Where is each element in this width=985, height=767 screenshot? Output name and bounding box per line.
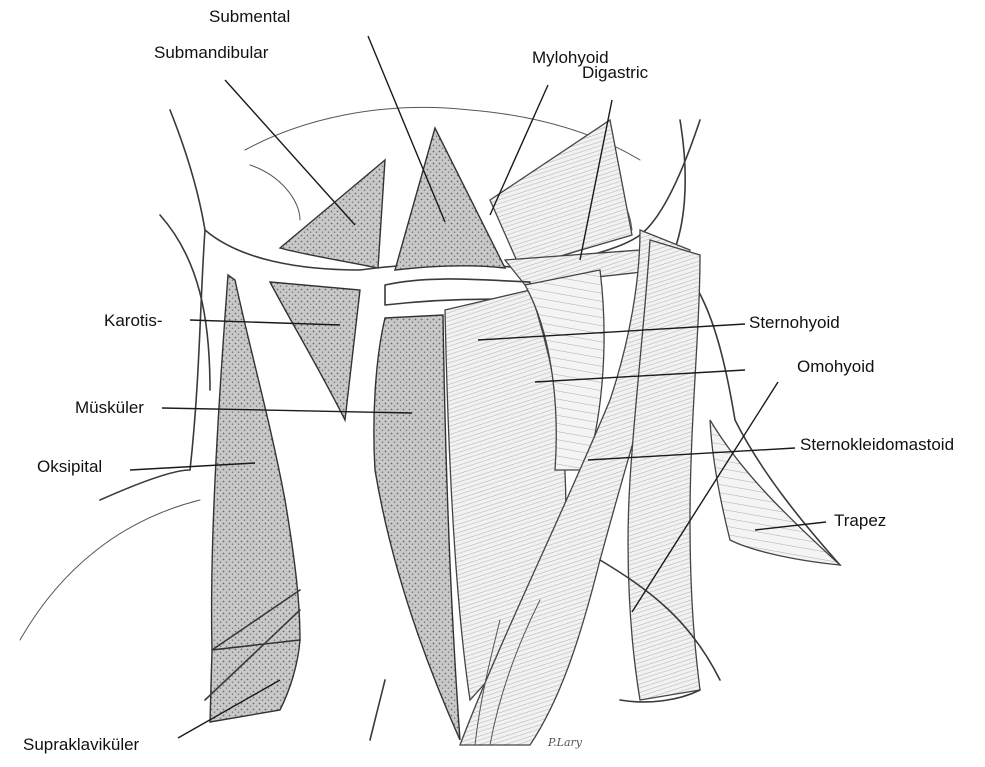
label-sternokleidomastoid: Sternokleidomastoid [800, 436, 954, 453]
label-sternohyoid: Sternohyoid [749, 314, 840, 331]
mylohyoid-muscle [490, 120, 632, 268]
label-muskuler: Müsküler [75, 399, 144, 416]
occipital-triangle [212, 275, 300, 650]
label-submental: Submental [209, 8, 290, 25]
label-supraklavikuler: Supraklaviküler [23, 736, 139, 753]
label-digastric: Digastric [582, 64, 648, 81]
label-omohyoid: Omohyoid [797, 358, 874, 375]
carotid-triangle [270, 282, 360, 420]
submental-triangle [395, 128, 505, 270]
label-karotis: Karotis- [104, 312, 163, 329]
label-submandibular: Submandibular [154, 44, 268, 61]
submandibular-triangle [280, 160, 385, 268]
label-trapez: Trapez [834, 512, 886, 529]
artist-signature: P.Lary [547, 736, 583, 749]
label-oksipital: Oksipital [37, 458, 102, 475]
